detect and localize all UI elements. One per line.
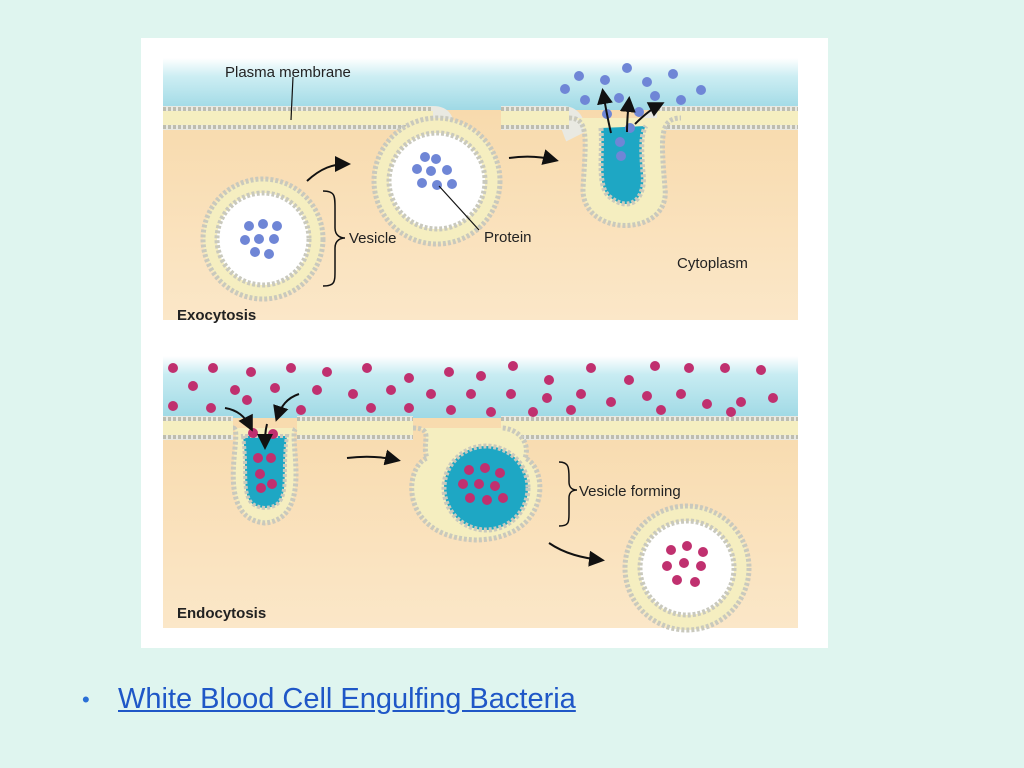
endocytosis-label: Endocytosis [177, 605, 266, 622]
endo-arrow-5 [548, 542, 605, 567]
exo-free-vesicle [200, 176, 326, 302]
vesicle-brace [322, 190, 346, 287]
protein-leader [438, 185, 480, 231]
bacteria-video-link[interactable]: White Blood Cell Engulfing Bacteria [118, 683, 576, 715]
exo-extracellular-bg [163, 58, 798, 110]
exo-open-pocket [568, 115, 682, 228]
exo-arrow-4 [619, 96, 636, 133]
endo-arrow-4 [346, 449, 401, 466]
endo-plasma-membrane [163, 416, 798, 440]
exo-fusing-vesicle [371, 115, 503, 247]
membrane-transport-figure: Plasma membrane Vesicle Protein Cytoplas… [141, 38, 828, 648]
cytoplasm-label: Cytoplasm [677, 255, 748, 272]
endo-extracellular-particles [168, 361, 778, 417]
endo-arrow-1 [224, 407, 253, 432]
protein-label: Protein [484, 229, 532, 246]
endo-arrow-3 [273, 393, 300, 422]
bullet-item: • White Blood Cell Engulfing Bacteria [82, 683, 576, 716]
endo-free-vesicle [622, 503, 752, 633]
endo-extracellular-bg [163, 356, 798, 418]
exo-arrow-2 [508, 149, 559, 165]
vesicle-forming-label: Vesicle forming [579, 483, 681, 500]
endo-arrow-2 [257, 423, 274, 450]
exo-arrow-5 [634, 102, 665, 125]
endocytosis-panel: Vesicle forming Endocytosis [163, 356, 798, 633]
exo-arrow-1 [306, 156, 351, 182]
bullet-marker: • [82, 686, 90, 712]
exocytosis-label: Exocytosis [177, 307, 256, 324]
vesicle-forming-brace [558, 461, 578, 527]
exo-arrow-3 [597, 88, 613, 134]
endo-pinching-vesicle [409, 425, 543, 543]
plasma-membrane-label: Plasma membrane [225, 64, 351, 81]
plasma-membrane-leader [290, 76, 294, 121]
diagram-canvas: Plasma membrane Vesicle Protein Cytoplas… [163, 58, 798, 633]
exocytosis-panel: Plasma membrane Vesicle Protein Cytoplas… [163, 58, 798, 324]
vesicle-label: Vesicle [349, 230, 397, 247]
endo-invagination [230, 425, 299, 526]
